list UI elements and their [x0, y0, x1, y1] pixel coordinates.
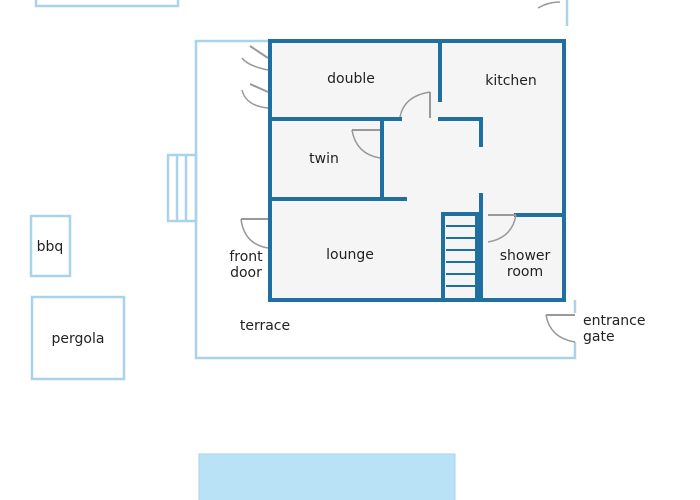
label-terrace: terrace	[240, 318, 290, 334]
entrance-gate	[545, 314, 576, 343]
terrace-steps	[166, 153, 198, 223]
house-floor	[270, 41, 564, 300]
label-front-door-2: door	[230, 265, 262, 281]
front-door	[240, 218, 269, 249]
bbq-box	[29, 214, 72, 278]
label-front-door-1: front	[229, 249, 263, 265]
house-walls	[268, 39, 566, 302]
label-entrance-gate-1: entrance	[583, 313, 646, 329]
top-right-door	[537, 1, 561, 9]
label-bbq: bbq	[37, 239, 64, 255]
twin-door	[351, 129, 381, 159]
room-label-lounge: lounge	[326, 247, 374, 263]
room-label-shower-2: room	[507, 264, 543, 280]
room-label-kitchen: kitchen	[485, 73, 537, 89]
double-room-door	[399, 91, 431, 118]
label-entrance-gate-2: gate	[583, 329, 615, 345]
pool	[198, 453, 456, 500]
terrace-outline	[194, 39, 577, 360]
room-label-twin: twin	[309, 151, 339, 167]
room-label-shower-1: shower	[500, 248, 551, 264]
top-left-structure	[34, 0, 180, 8]
double-doors	[241, 45, 269, 109]
shower-door	[487, 214, 517, 243]
room-label-double: double	[327, 71, 375, 87]
label-pergola: pergola	[52, 331, 105, 347]
pergola-box	[30, 295, 126, 381]
staircase	[441, 212, 479, 298]
